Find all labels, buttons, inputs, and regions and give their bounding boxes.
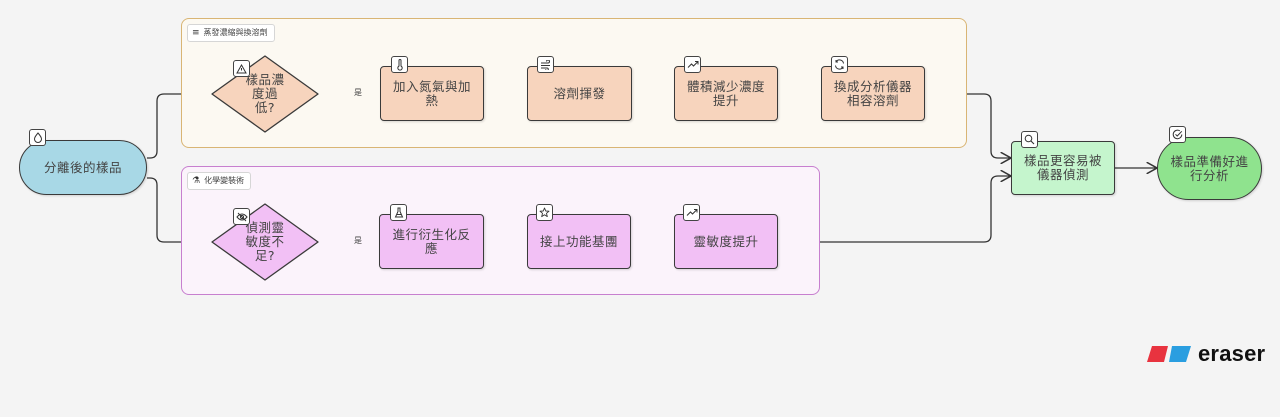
node-volume-reduce[interactable]: 體積減少濃度提升 [674, 66, 778, 121]
star-icon [536, 204, 553, 221]
check-circle-icon [1169, 126, 1186, 143]
trending-up-icon [684, 56, 701, 73]
node-sensitivity-up[interactable]: 靈敏度提升 [674, 214, 778, 269]
search-icon [1021, 131, 1038, 148]
edge-label-yes-bottom: 是 [353, 235, 363, 246]
node-solvent-switch[interactable]: 換成分析儀器相容溶劑 [821, 66, 925, 121]
eye-off-icon [233, 208, 250, 225]
eraser-logo-mark [1146, 345, 1192, 363]
node-ready-for-analysis[interactable]: 樣品準備好進行分析 [1157, 137, 1262, 200]
node-start[interactable]: 分離後的樣品 [19, 140, 147, 195]
thermometer-icon [391, 56, 408, 73]
edge-sensitivity-to-detect [778, 176, 1011, 243]
node-decision-low-concentration[interactable]: 樣品濃度過低? [210, 54, 320, 134]
warning-icon [233, 60, 250, 77]
droplet-icon [29, 129, 46, 146]
wind-icon [537, 56, 554, 73]
edge-start-to-decision1 [147, 94, 210, 159]
edge-label-yes-top: 是 [353, 87, 363, 98]
node-derivatization[interactable]: 進行衍生化反應 [379, 214, 484, 269]
eraser-logo: eraser [1146, 341, 1265, 367]
trending-up-icon [683, 204, 700, 221]
flask-icon [390, 204, 407, 221]
edge-start-to-decision2 [147, 177, 210, 242]
node-solvent-evaporation[interactable]: 溶劑揮發 [527, 66, 632, 121]
flask-icon: ⚗ [192, 176, 201, 186]
eraser-logo-text: eraser [1198, 341, 1266, 366]
node-add-nitrogen-heat[interactable]: 加入氮氣與加熱 [380, 66, 484, 121]
node-decision-low-sensitivity[interactable]: 偵測靈敏度不足? [210, 202, 320, 282]
group-label-derivatization: ⚗ 化學變裝術 [187, 172, 252, 190]
refresh-icon [831, 56, 848, 73]
node-easier-detection[interactable]: 樣品更容易被儀器偵測 [1011, 141, 1115, 195]
edge-switch-to-detect [925, 93, 1011, 158]
group-label-evaporation: ≡ 蒸發濃縮與換溶劑 [187, 24, 275, 42]
wind-icon: ≡ [192, 28, 200, 38]
node-functional-group[interactable]: 接上功能基團 [527, 214, 631, 269]
